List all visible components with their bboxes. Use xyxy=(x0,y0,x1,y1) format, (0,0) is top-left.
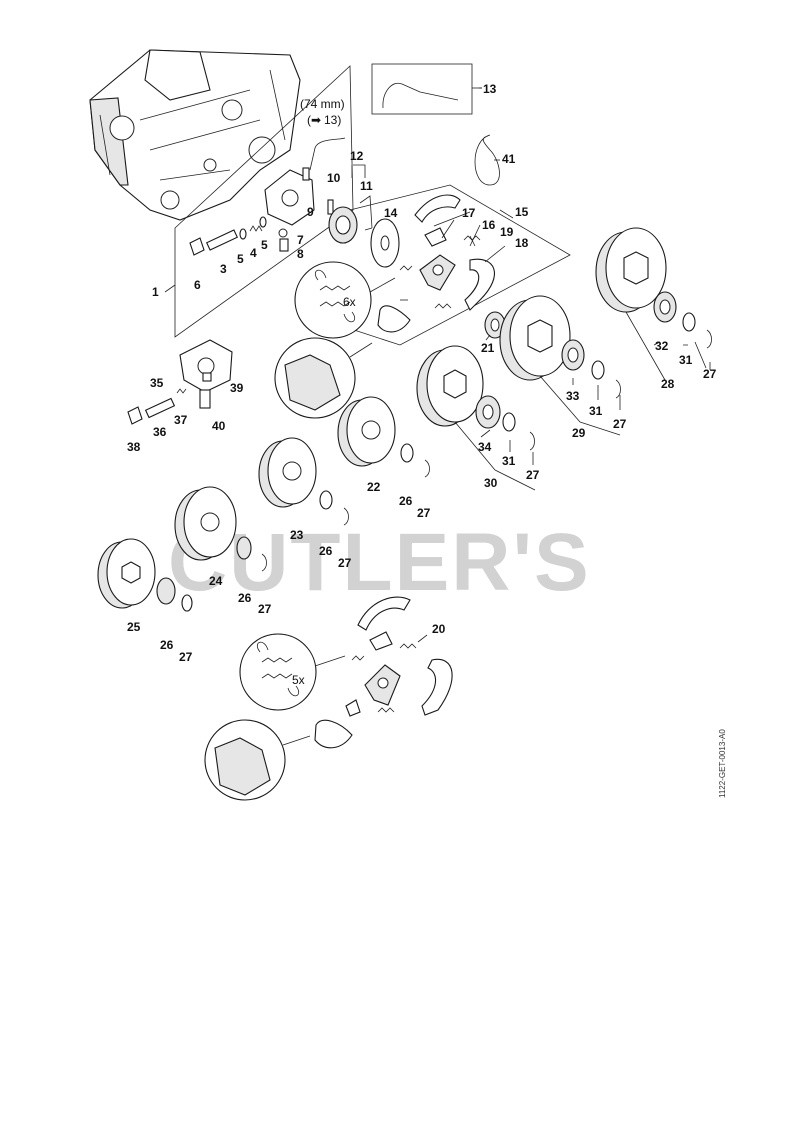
oil-pump-parts xyxy=(189,137,400,268)
callout-27f: 27 xyxy=(258,602,272,616)
callout-3: 3 xyxy=(220,262,227,276)
callout-31b: 31 xyxy=(589,404,603,418)
callout-27b: 27 xyxy=(613,417,627,431)
callout-21: 21 xyxy=(481,341,495,355)
callout-26a: 26 xyxy=(399,494,413,508)
callout-13: 13 xyxy=(483,82,497,96)
callout-40: 40 xyxy=(212,419,226,433)
callout-24: 24 xyxy=(209,574,223,588)
clip-41 xyxy=(474,134,500,186)
hose-13 xyxy=(382,82,459,109)
callout-23: 23 xyxy=(290,528,304,542)
hose-length-note: (74 mm) xyxy=(300,97,345,111)
drum-group-24 xyxy=(174,486,267,572)
callout-30: 30 xyxy=(484,476,498,490)
callout-25: 25 xyxy=(127,620,141,634)
callout-33: 33 xyxy=(566,389,580,403)
hose-arrow-glyph: (➡ xyxy=(307,113,321,127)
callout-26c: 26 xyxy=(238,591,252,605)
callout-17: 17 xyxy=(462,206,476,220)
callout-28: 28 xyxy=(661,377,675,391)
spring-count-lower: 5x xyxy=(292,673,305,687)
callout-4: 4 xyxy=(250,246,257,260)
callout-1: 1 xyxy=(152,285,159,299)
callout-7: 7 xyxy=(297,233,304,247)
callout-12: 12 xyxy=(350,149,364,163)
callout-34: 34 xyxy=(478,440,492,454)
callout-16: 16 xyxy=(482,218,496,232)
callout-15: 15 xyxy=(515,205,529,219)
callout-10: 10 xyxy=(327,171,341,185)
shoe-detail-lower xyxy=(204,719,311,801)
callout-38: 38 xyxy=(127,440,141,454)
drum-group-25 xyxy=(97,538,193,612)
callout-14: 14 xyxy=(384,206,398,220)
callout-27g: 27 xyxy=(179,650,193,664)
document-id: 1122-GET-0013-A0 xyxy=(718,729,727,798)
leader-lines xyxy=(351,87,711,491)
hose-ref-note: 13) xyxy=(324,113,341,127)
callout-35: 35 xyxy=(150,376,164,390)
callout-31c: 31 xyxy=(502,454,516,468)
callout-5b: 5 xyxy=(261,238,268,252)
spring-count-upper: 6x xyxy=(343,295,356,309)
callout-36: 36 xyxy=(153,425,167,439)
drum-group-30 xyxy=(416,345,535,471)
callout-37: 37 xyxy=(174,413,188,427)
needle-cage-21 xyxy=(484,311,506,339)
callout-26b: 26 xyxy=(319,544,333,558)
callout-41: 41 xyxy=(502,152,516,166)
callout-6: 6 xyxy=(194,278,201,292)
callout-31a: 31 xyxy=(679,353,693,367)
callout-27c: 27 xyxy=(526,468,540,482)
callout-27e: 27 xyxy=(338,556,352,570)
callout-27d: 27 xyxy=(417,506,431,520)
callout-8: 8 xyxy=(297,247,304,261)
callout-9: 9 xyxy=(307,205,314,219)
callout-20: 20 xyxy=(432,622,446,636)
callout-19: 19 xyxy=(500,225,514,239)
callout-29: 29 xyxy=(572,426,586,440)
callout-18: 18 xyxy=(515,236,529,250)
callout-32: 32 xyxy=(655,339,669,353)
group-1-frame xyxy=(174,65,354,338)
clutch-shoes-lower xyxy=(314,596,453,749)
callout-22: 22 xyxy=(367,480,381,494)
shoe-detail-upper xyxy=(274,337,373,419)
part-13-box xyxy=(371,63,473,115)
crankcase-drawing xyxy=(89,49,301,221)
spring-detail-upper xyxy=(294,261,396,339)
callout-27a: 27 xyxy=(703,367,717,381)
callout-11: 11 xyxy=(360,179,373,193)
drum-group-23 xyxy=(258,437,349,526)
drum-group-28 xyxy=(595,227,712,381)
callout-39: 39 xyxy=(230,381,244,395)
callout-26d: 26 xyxy=(160,638,174,652)
clutch-group-15-frame xyxy=(347,184,571,346)
clutch-shoes-upper xyxy=(377,194,496,333)
spring-detail-lower xyxy=(239,633,346,711)
oil-pump-variant xyxy=(127,339,233,425)
drum-group-29 xyxy=(499,295,621,423)
callout-labels: 1 3 4 5 5 6 7 8 9 10 11 12 13 14 15 16 1… xyxy=(127,82,717,664)
drum-group-22 xyxy=(337,396,430,478)
watermark: CUTLER'S xyxy=(168,517,591,608)
callout-5a: 5 xyxy=(237,252,244,266)
